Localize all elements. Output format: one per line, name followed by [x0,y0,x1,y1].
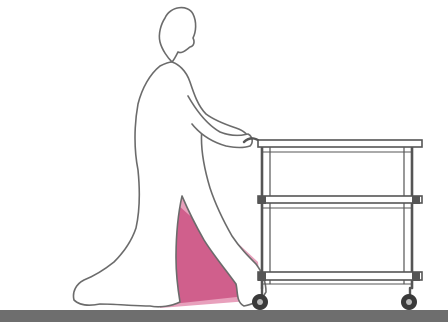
cart-shelf-middle [258,196,422,208]
person-silhouette [73,8,266,307]
cart-shelf-top [258,140,422,152]
shelf-clip [412,196,420,204]
shelf-clip [258,272,266,281]
shelf-clip [412,272,420,281]
cart-shelf-bottom [258,272,422,284]
shelf-clip [258,196,266,204]
person-head [159,8,195,62]
person-body [73,62,266,307]
cart-wheel-rear [252,294,268,310]
shelf-cart [244,138,422,294]
cart-wheel-front [401,294,417,310]
floor [0,310,448,322]
